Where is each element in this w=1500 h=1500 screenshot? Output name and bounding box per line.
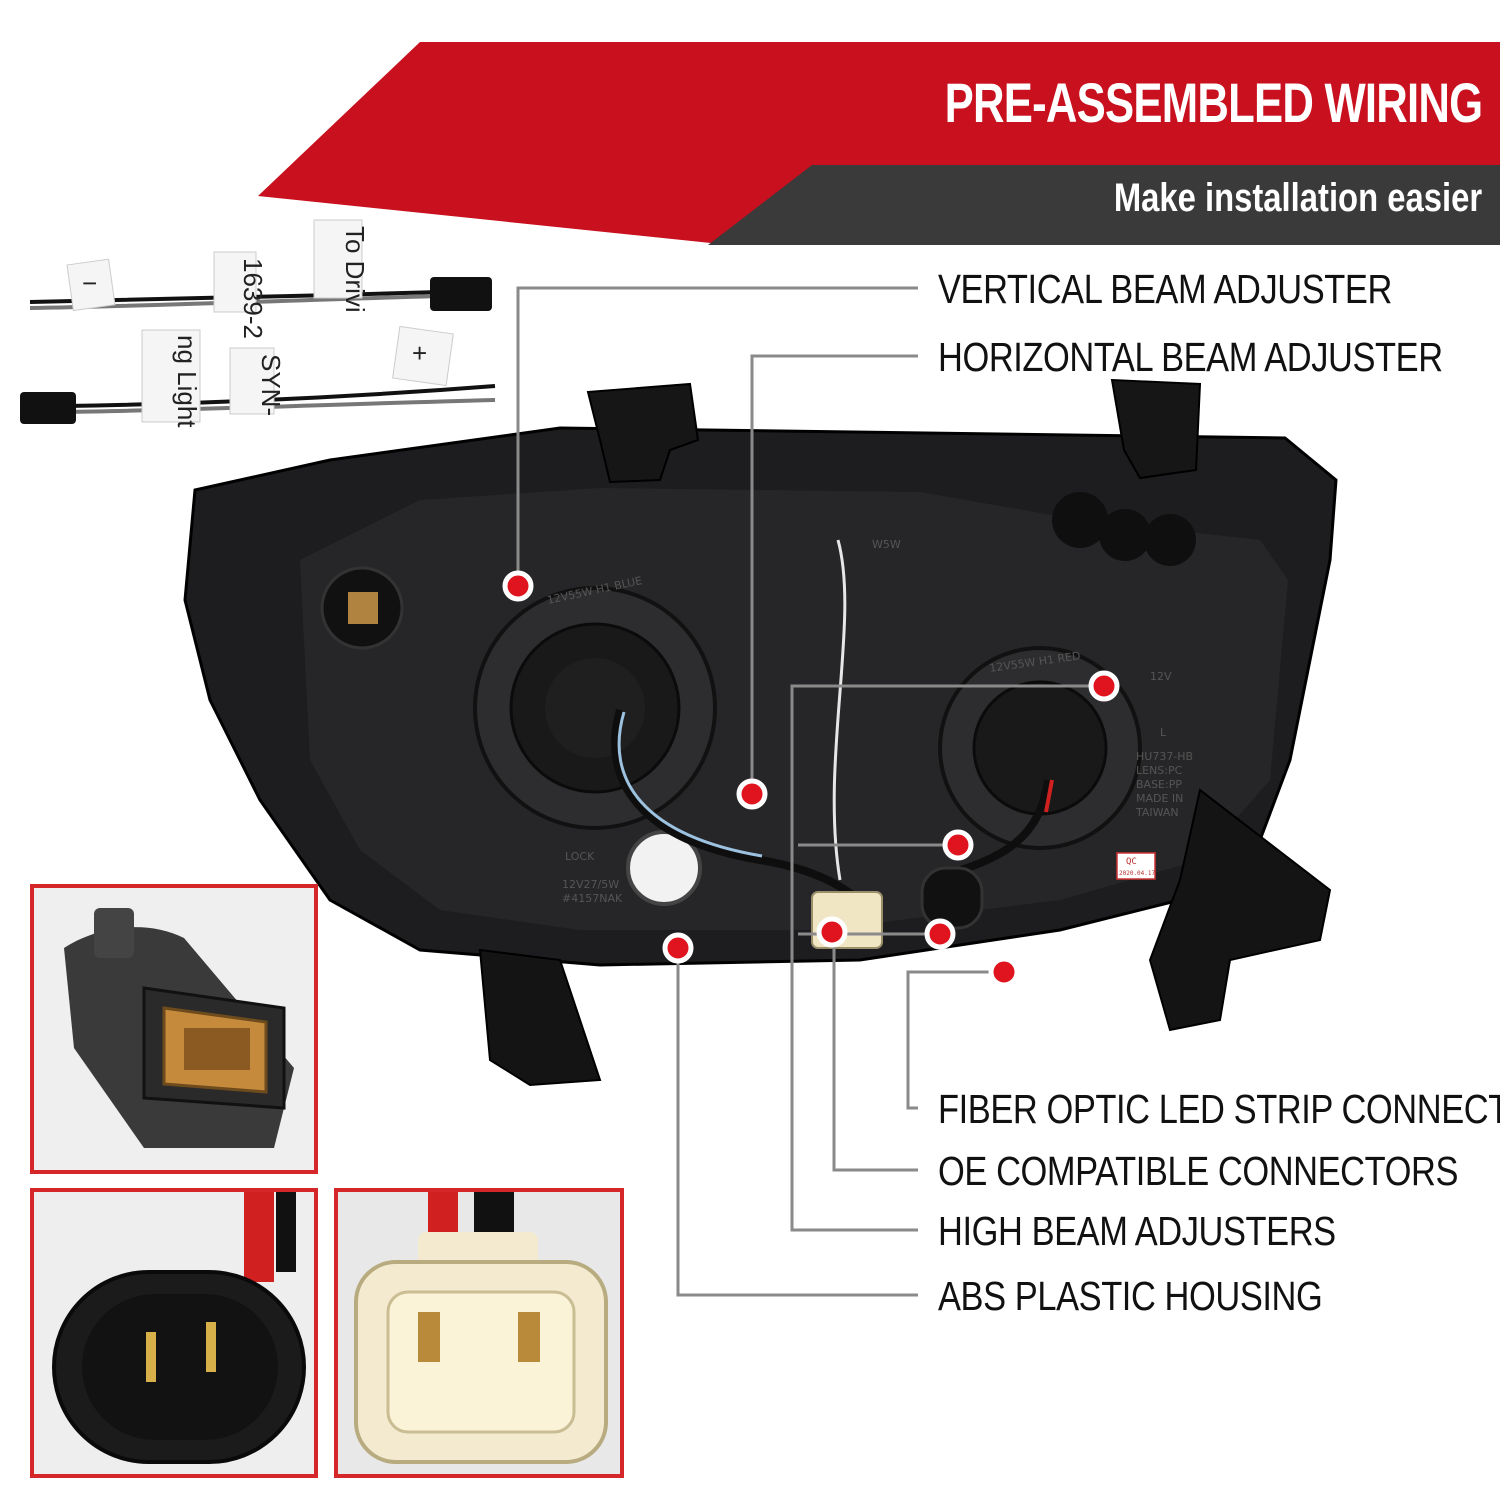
marking-spec-base: BASE:PP [1136, 778, 1182, 791]
marking-spec-country: TAIWAN [1135, 806, 1179, 819]
callout-vertical-beam-adjuster: VERTICAL BEAM ADJUSTER [938, 266, 1392, 312]
marking-turn-volt: 12V27/5W [562, 878, 619, 891]
callout-fiber-optic-connector: FIBER OPTIC LED STRIP CONNECTOR [938, 1086, 1500, 1132]
page-title: PRE-ASSEMBLED WIRING [944, 71, 1482, 134]
marking-bulb-w5w: W5W [872, 538, 901, 551]
callout-abs-plastic-housing: ABS PLASTIC HOUSING [938, 1273, 1323, 1319]
callout-high-beam-adjusters: HIGH BEAM ADJUSTERS [938, 1208, 1336, 1254]
dot-high-beam-1 [1088, 670, 1120, 702]
page-subtitle: Make installation easier [1113, 176, 1482, 220]
marking-lock: LOCK [565, 850, 595, 863]
marking-spec-side: L [1160, 726, 1167, 739]
dot-high-beam-2 [942, 829, 974, 861]
harness-plug-bottom [20, 392, 76, 424]
marking-spec-12v: 12V [1150, 670, 1172, 683]
marking-spec-made: MADE IN [1136, 792, 1183, 805]
callout-horizontal-beam-adjuster: HORIZONTAL BEAM ADJUSTER [938, 334, 1443, 380]
harness-tag-light: ng Light [172, 335, 202, 428]
harness-tag-syn: SYN- [256, 354, 286, 416]
qc-date: 2020.04.17 [1119, 870, 1156, 877]
harness-tag-plus: + [412, 338, 427, 368]
marking-spec-model: HU737-HB [1136, 750, 1193, 763]
harness-tag-part: 1639-2 [238, 258, 268, 339]
dot-oe-connector [816, 916, 848, 948]
harness-plug-top [430, 277, 492, 311]
marking-turn-code: #4157NAK [562, 892, 623, 905]
dot-oe-connector-2 [924, 918, 956, 950]
inset-fiber-connector [30, 884, 318, 1174]
qc-label: QC [1126, 857, 1137, 867]
inset-white-connector [334, 1188, 624, 1478]
harness-tag-minus: − [82, 268, 97, 298]
dot-vertical-beam [502, 570, 534, 602]
dot-fiber-optic [988, 956, 1020, 988]
inset-black-connector [30, 1188, 318, 1478]
dot-horizontal-beam [736, 778, 768, 810]
dot-abs-housing [662, 932, 694, 964]
harness-tag-to-drive: To Drivi [340, 226, 370, 313]
marking-spec-lens: LENS:PC [1136, 764, 1183, 777]
qc-sticker [1116, 852, 1156, 880]
callout-oe-compatible-connectors: OE COMPATIBLE CONNECTORS [938, 1148, 1458, 1194]
